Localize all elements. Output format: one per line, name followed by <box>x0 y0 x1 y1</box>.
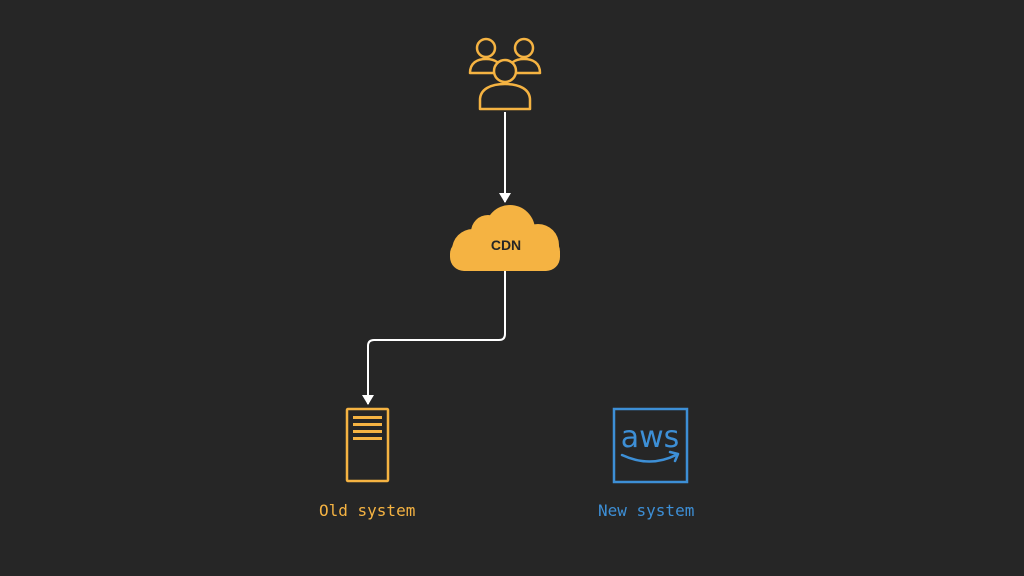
aws-logo-text: aws <box>621 420 680 455</box>
old-system-label: Old system <box>319 501 416 520</box>
aws-logo-icon: aws <box>612 407 689 484</box>
users-group-icon <box>468 37 542 111</box>
server-icon <box>345 407 390 483</box>
new-system-label: New system <box>598 501 695 520</box>
cdn-label: CDN <box>491 237 521 253</box>
cdn-cloud-icon <box>450 205 560 271</box>
edge-cdn-to-old-system <box>362 270 506 405</box>
